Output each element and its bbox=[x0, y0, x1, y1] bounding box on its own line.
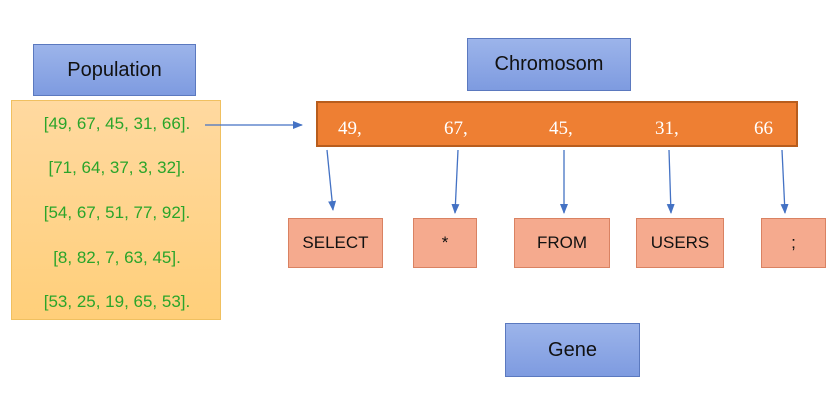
gene-arrow bbox=[451, 149, 460, 214]
gene-value: 31, bbox=[655, 118, 679, 139]
population-row: [49, 67, 45, 31, 66]. bbox=[43, 114, 191, 133]
gene-value: 66 bbox=[754, 118, 773, 139]
gene-label: Gene bbox=[505, 323, 640, 377]
token-from: FROM bbox=[514, 218, 610, 268]
chromosome-label: Chromosom bbox=[467, 38, 631, 91]
token-users: USERS bbox=[636, 218, 724, 268]
gene-arrow bbox=[780, 149, 789, 214]
population-row: [8, 82, 7, 63, 45]. bbox=[53, 248, 181, 267]
gene-value: 67, bbox=[444, 118, 468, 139]
population-box: [49, 67, 45, 31, 66]. [71, 64, 37, 3, 32… bbox=[11, 100, 221, 320]
token-select: SELECT bbox=[288, 218, 383, 268]
gene-arrow bbox=[666, 149, 675, 214]
population-row: [54, 67, 51, 77, 92]. bbox=[43, 203, 191, 222]
population-row: [53, 25, 19, 65, 53]. bbox=[43, 292, 191, 311]
population-label: Population bbox=[33, 44, 196, 96]
token-semicolon: ; bbox=[761, 218, 826, 268]
chromosome-bar bbox=[316, 101, 798, 147]
token-star: * bbox=[413, 218, 477, 268]
population-row: [71, 64, 37, 3, 32]. bbox=[48, 158, 186, 177]
gene-value: 45, bbox=[549, 118, 573, 139]
gene-arrow bbox=[326, 149, 337, 211]
gene-value: 49, bbox=[338, 118, 362, 139]
